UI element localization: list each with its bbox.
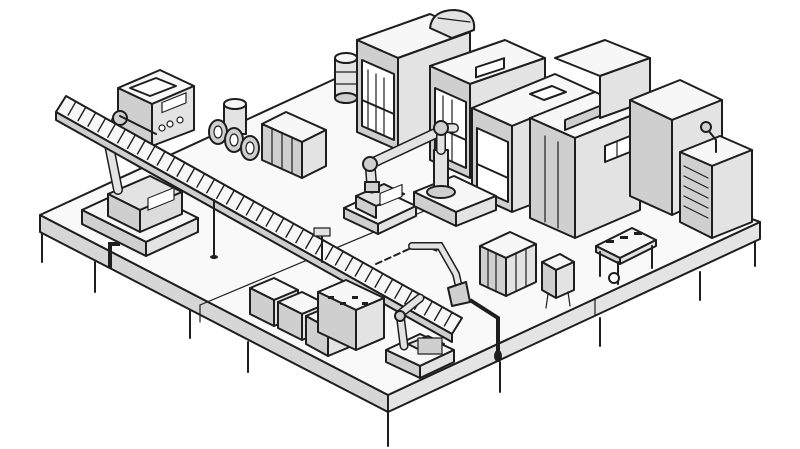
conveyor-roller [106,123,117,139]
conveyor-roller [334,251,344,266]
pipe-tank-cluster [208,98,327,179]
control-cabinet [529,91,641,239]
gripper-crane [375,242,471,307]
conveyor-roller [87,112,97,127]
conveyor-roller [255,206,265,222]
conveyor-roller [423,301,433,316]
robot-arm-front [385,293,455,379]
barrel [334,52,358,104]
conveyor-roller [136,140,146,155]
conveyor-roller [275,217,285,233]
press-machine-row [334,9,753,239]
conveyor-roller [294,228,305,244]
conveyor-roller [265,212,275,227]
conveyor-roller [354,262,364,277]
work-table [595,227,657,285]
cable-pole [468,298,502,362]
conveyor-roller [126,134,136,150]
conveyor-roller [235,195,245,211]
conveyor-roller [205,178,216,194]
conveyor-roller [443,312,453,327]
conveyor-rollers [67,101,453,327]
conveyor-roller [245,201,255,216]
platform-legs [41,231,756,447]
storage-boxes [249,277,385,357]
robot-arm-center [343,128,440,235]
conveyor-roller [195,173,206,189]
conveyor-roller [77,106,87,122]
conveyor-roller [146,145,156,161]
conveyor-support-foot [210,255,218,259]
conveyor-roller [403,289,414,305]
conveyor-roller [176,162,186,177]
conveyor-roller [96,117,107,133]
conveyor-roller [215,184,226,200]
conveyor-roller [324,245,334,261]
conveyor-roller [384,278,394,294]
conveyor-roller [433,306,443,322]
conveyor-roller [67,101,77,116]
conveyor-roller [116,128,127,144]
vent-machine [317,279,385,351]
conveyor-roller [364,267,374,283]
conveyor-roller [304,234,315,250]
electrical-box [541,253,575,309]
conveyor-roller [225,190,235,205]
conveyor-roller [344,256,354,272]
conveyor-roller [374,273,384,288]
robot-arm-center-tall [413,120,497,227]
conveyor-roller [393,284,404,300]
stacked-crates [479,231,537,297]
control-panel-machine [117,69,195,147]
server-rack [679,121,753,239]
conveyor-roller [186,167,196,183]
conveyor-roller [166,156,176,172]
conveyor-roller [156,151,166,166]
conveyor-roller [285,223,295,238]
